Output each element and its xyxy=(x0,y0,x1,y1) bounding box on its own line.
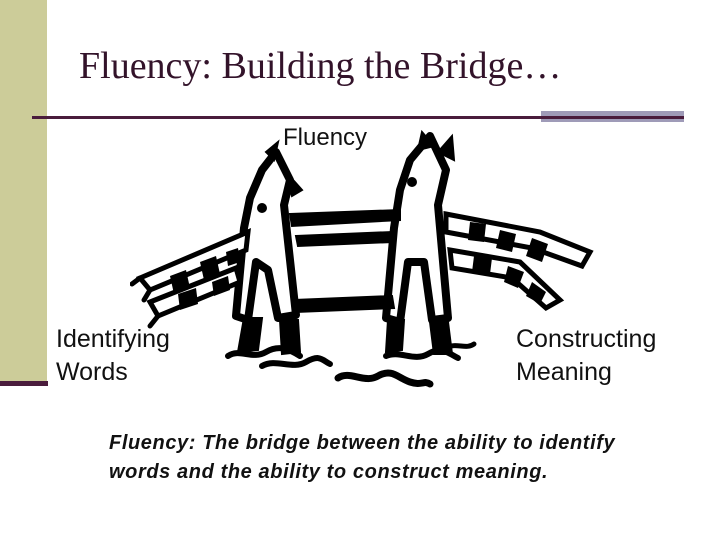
left-band-rule xyxy=(0,381,48,386)
constructing-meaning-label: Constructing Meaning xyxy=(516,323,656,389)
left-label-line1: Identifying xyxy=(56,325,170,353)
left-label-line2: Words xyxy=(56,358,128,386)
tower-bridge-icon xyxy=(130,129,594,388)
slide-title: Fluency: Building the Bridge… xyxy=(79,45,562,87)
right-label-line1: Constructing xyxy=(516,325,657,353)
right-label-line2: Meaning xyxy=(516,358,612,386)
fluency-label: Fluency xyxy=(283,124,368,151)
fluency-definition-caption: Fluency: The bridge between the ability … xyxy=(109,432,616,483)
title-accent-line xyxy=(541,116,684,119)
title-underline xyxy=(32,116,541,119)
identifying-words-label: Identifying Words xyxy=(56,323,170,389)
left-decorative-band xyxy=(0,0,47,382)
